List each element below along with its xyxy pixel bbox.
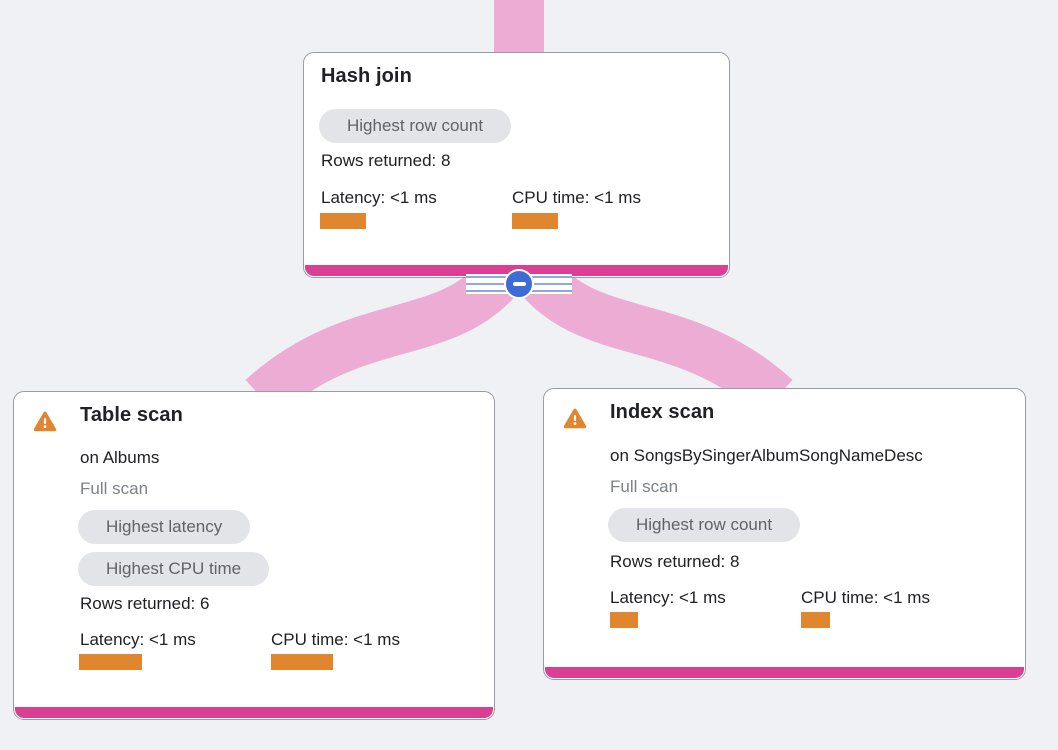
node-title: Table scan (80, 404, 183, 426)
badge-highest-row-count: Highest row count (319, 109, 512, 143)
edge-to-table-scan (245, 262, 516, 417)
rows-returned: Rows returned: 8 (321, 151, 451, 170)
badge-highest-row-count: Highest row count (608, 508, 801, 542)
badge-highest-cpu-time: Highest CPU time (78, 552, 270, 586)
cpu-time-label: CPU time: <1 ms (271, 630, 400, 649)
rows-returned: Rows returned: 8 (610, 552, 740, 571)
edge-parent-inlet (494, 0, 544, 58)
cpu-time-label: CPU time: <1 ms (512, 188, 641, 207)
plan-node-hash-join[interactable]: Hash join Highest row count Rows returne… (303, 52, 730, 278)
bottom-accent-bar (15, 707, 493, 718)
scan-target: on Albums (80, 448, 160, 467)
latency-label: Latency: <1 ms (321, 188, 437, 207)
latency-label: Latency: <1 ms (80, 630, 196, 649)
edge-to-index-scan (522, 262, 793, 417)
plan-node-table-scan[interactable]: Table scan on Albums Full scan Highest l… (13, 391, 495, 720)
node-title: Hash join (321, 65, 412, 87)
cpu-time-bar (271, 654, 333, 670)
scan-mode: Full scan (610, 477, 679, 496)
rows-returned: Rows returned: 6 (80, 594, 210, 613)
cpu-time-label: CPU time: <1 ms (801, 588, 930, 607)
badge-highest-latency: Highest latency (78, 510, 251, 544)
latency-label: Latency: <1 ms (610, 588, 726, 607)
plan-node-index-scan[interactable]: Index scan on SongsBySingerAlbumSongName… (543, 388, 1026, 680)
node-title: Index scan (610, 401, 715, 423)
latency-bar (610, 612, 638, 628)
warning-icon (563, 408, 587, 429)
cpu-time-bar (801, 612, 830, 628)
latency-bar (79, 654, 142, 670)
scan-target: on SongsBySingerAlbumSongNameDesc (610, 446, 923, 465)
minus-icon (512, 282, 526, 286)
bottom-accent-bar (545, 667, 1024, 678)
cpu-time-bar (512, 213, 558, 229)
warning-icon (33, 411, 57, 432)
collapse-button[interactable] (504, 269, 534, 299)
scan-mode: Full scan (80, 479, 149, 498)
latency-bar (320, 213, 366, 229)
